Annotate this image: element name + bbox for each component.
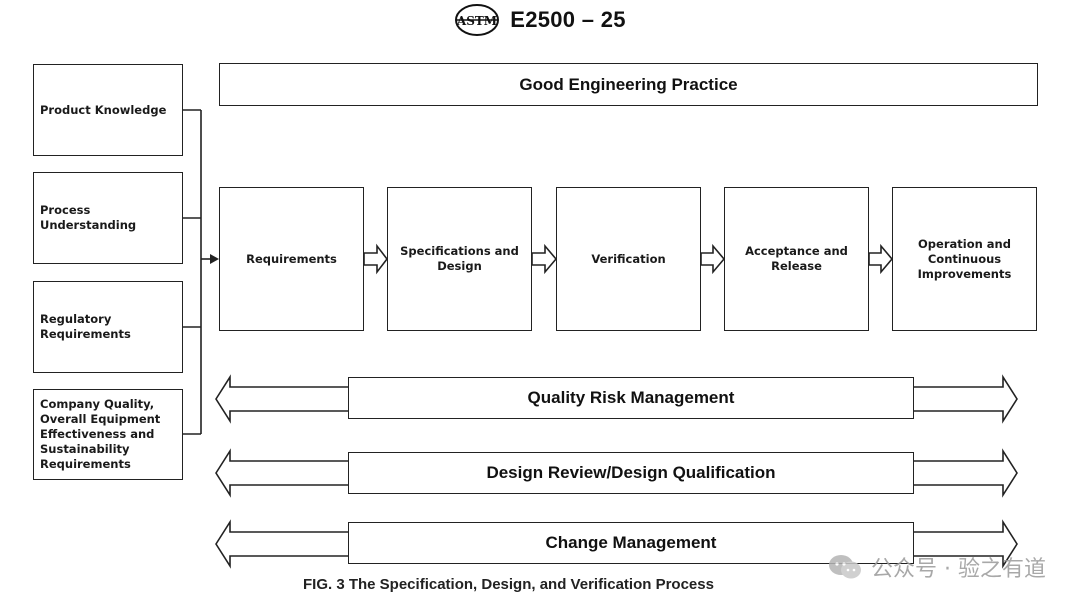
- input-product-knowledge: Product Knowledge: [33, 64, 183, 156]
- step-label: Verification: [591, 251, 666, 266]
- input-process-understanding: Process Understanding: [33, 172, 183, 264]
- input-bracket: [183, 109, 212, 435]
- input-label: Regulatory Requirements: [40, 312, 131, 341]
- document-id: E2500 – 25: [510, 7, 626, 32]
- step-label: Specifications and Design: [400, 244, 519, 273]
- band-change-management: Change Management: [348, 522, 914, 564]
- watermark-text: 公众号 · 验之有道: [871, 557, 1046, 582]
- arrow-into-requirements: [210, 254, 219, 264]
- step-label: Requirements: [246, 251, 337, 266]
- input-company-quality: Company Quality, Overall Equipment Effec…: [33, 389, 183, 480]
- band-design-review-design-qualification: Design Review/Design Qualification: [348, 452, 914, 494]
- input-label: Process Understanding: [40, 203, 137, 232]
- band-label: Quality Risk Management: [527, 388, 735, 407]
- good-engineering-practice-box: Good Engineering Practice: [219, 63, 1038, 106]
- watermark: 公众号 · 验之有道: [827, 551, 1046, 583]
- step-arrow: [363, 243, 389, 275]
- band-label: Design Review/Design Qualification: [486, 463, 776, 482]
- step-arrow: [868, 243, 894, 275]
- astm-logo: ASTM: [455, 4, 500, 36]
- input-label: Company Quality, Overall Equipment Effec…: [40, 397, 161, 471]
- step-acceptance-and-release: Acceptance and Release: [724, 187, 869, 331]
- step-verification: Verification: [556, 187, 701, 331]
- band-label: Change Management: [545, 533, 717, 552]
- svg-text:ASTM: ASTM: [456, 14, 497, 28]
- step-label: Acceptance and Release: [745, 244, 848, 273]
- input-label: Product Knowledge: [40, 102, 167, 117]
- document-header: ASTM E2500 – 25: [0, 2, 1080, 38]
- step-arrow: [700, 243, 726, 275]
- input-regulatory-requirements: Regulatory Requirements: [33, 281, 183, 373]
- good-engineering-practice-label: Good Engineering Practice: [519, 74, 738, 94]
- step-arrow: [531, 243, 558, 275]
- step-operation-and-continuous-improvements: Operation and Continuous Improvements: [892, 187, 1037, 331]
- chat-bubble-icon: [829, 555, 862, 579]
- step-specifications-and-design: Specifications and Design: [387, 187, 532, 331]
- figure-caption: FIG. 3 The Specification, Design, and Ve…: [303, 576, 714, 593]
- step-label: Operation and Continuous Improvements: [917, 236, 1012, 281]
- band-quality-risk-management: Quality Risk Management: [348, 377, 914, 419]
- step-requirements: Requirements: [219, 187, 364, 331]
